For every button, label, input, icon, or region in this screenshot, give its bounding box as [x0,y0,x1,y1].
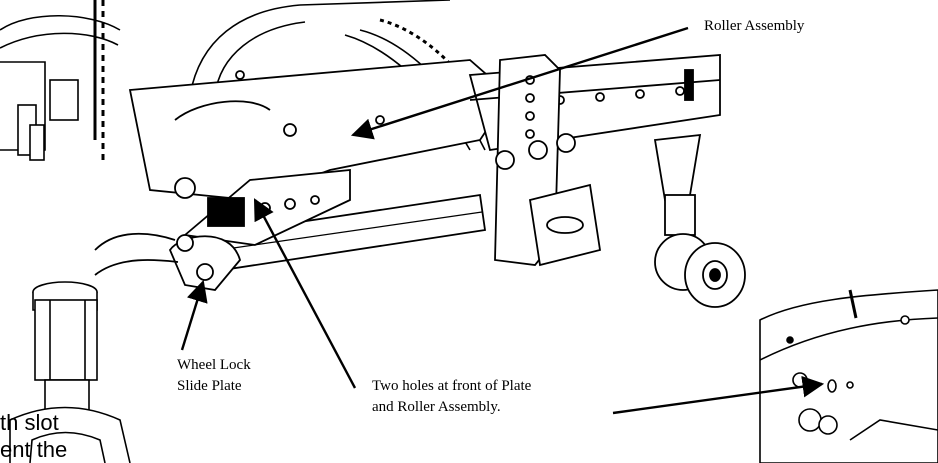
inset-detail [759,289,938,463]
callout-arrows [180,26,825,415]
anti-tip-wheel [653,133,746,308]
clipped-text-line2: ent the [0,437,68,462]
roller-assembly-arrow [350,26,689,140]
mount-bracket [494,54,602,267]
front-caster [9,281,131,463]
wheel-lock-label-line1: Wheel Lock [177,357,251,373]
clipped-text-line1: th slot [0,410,59,435]
two-holes-label-line2: and Roller Assembly. [372,399,501,415]
two-holes-arrow [253,198,357,389]
slide-plate-arrow [180,279,208,351]
roller-assembly-housing [128,54,721,201]
left-frame [0,0,121,161]
roller-assembly-label: Roller Assembly [704,18,805,34]
wheel-lock-label-line2: Slide Plate [177,378,242,394]
two-holes-label-line1: Two holes at front of Plate [372,378,532,394]
inset-holes-arrow [612,375,825,415]
